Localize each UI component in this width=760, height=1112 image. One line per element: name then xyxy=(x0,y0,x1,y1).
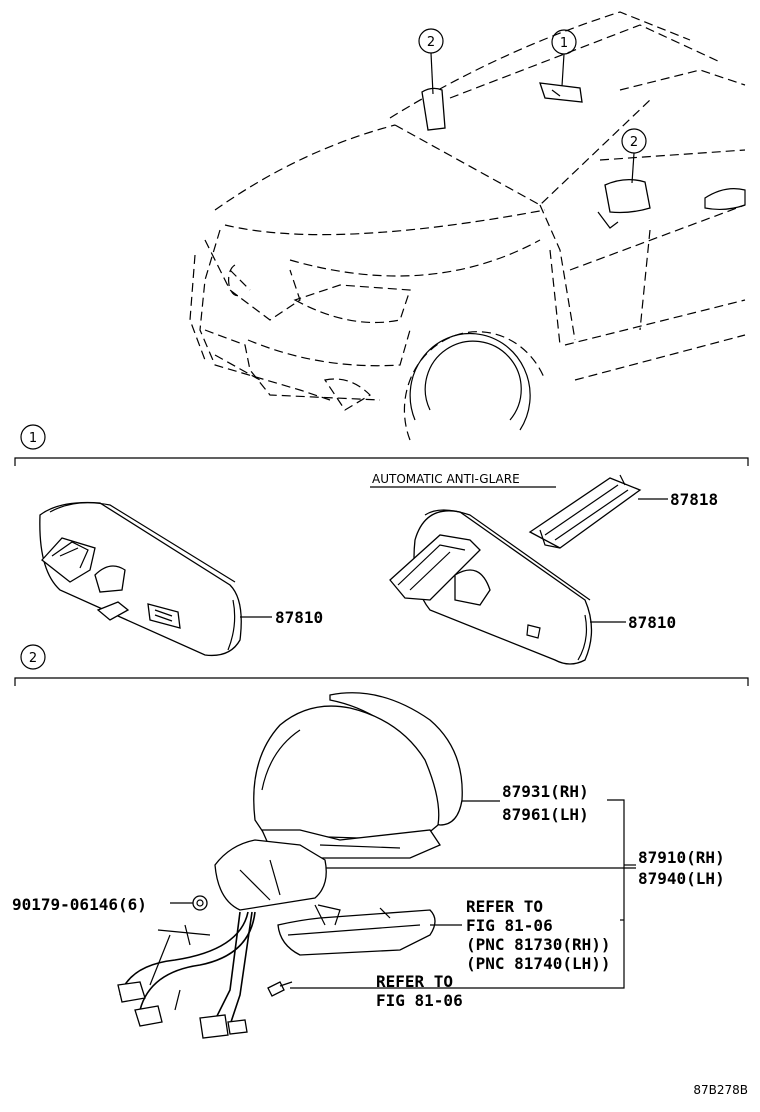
refer-pnc-81730-rh: (PNC 81730(RH)) xyxy=(466,935,611,954)
car-illustration: 2 1 2 xyxy=(189,11,746,441)
callout-1-inner-mirror: 1 xyxy=(560,36,568,51)
part-87810-anti-glare: 87810 xyxy=(628,613,676,632)
drawing-code: 87B278B xyxy=(693,1083,748,1097)
refer-to-fig-81-06-line1: REFER TO xyxy=(466,897,543,916)
section-1-marker: 1 xyxy=(29,431,37,446)
part-87810-standard: 87810 xyxy=(275,608,323,627)
section-2-marker: 2 xyxy=(29,651,37,666)
refer-to-fig-81-06-b-line1: REFER TO xyxy=(376,972,453,991)
section-2: 2 xyxy=(12,644,749,1039)
part-87940-lh: 87940(LH) xyxy=(638,869,725,888)
refer-pnc-81740-lh: (PNC 81740(LH)) xyxy=(466,954,611,973)
part-87910-rh: 87910(RH) xyxy=(638,848,725,867)
part-87818: 87818 xyxy=(670,490,718,509)
section-1: 1 AUTOMATIC ANTI-GLARE 87810 xyxy=(14,424,749,665)
part-87931-rh: 87931(RH) xyxy=(502,782,589,801)
inner-mirror-standard xyxy=(39,501,242,657)
inner-mirror-anti-glare xyxy=(389,509,593,665)
door-mirror-assembly xyxy=(117,692,463,1039)
part-87961-lh: 87961(LH) xyxy=(502,805,589,824)
wire-cover xyxy=(528,474,642,549)
part-90179-06146: 90179-06146(6) xyxy=(12,895,147,914)
callout-2-right-mirror: 2 xyxy=(630,135,638,150)
refer-to-fig-81-06-line2: FIG 81-06 xyxy=(466,916,553,935)
callout-2-left-mirror: 2 xyxy=(427,35,435,50)
automatic-anti-glare-caption: AUTOMATIC ANTI-GLARE xyxy=(372,472,520,486)
refer-to-fig-81-06-b-line2: FIG 81-06 xyxy=(376,991,463,1010)
